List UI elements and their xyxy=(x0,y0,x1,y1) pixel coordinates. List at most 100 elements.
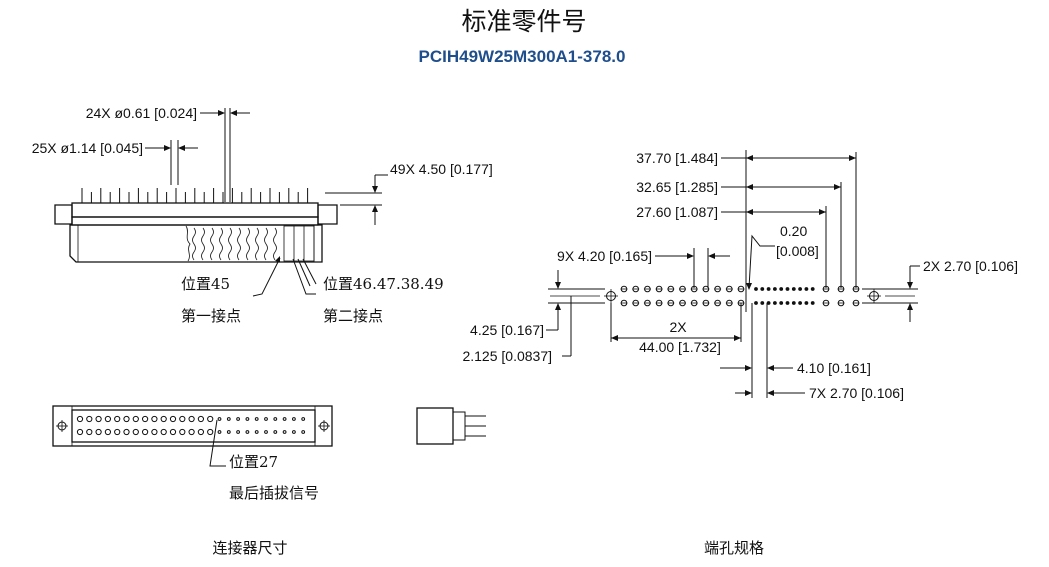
contact-hole xyxy=(160,428,167,436)
dim-32-65-label: 32.65 [1.285] xyxy=(636,179,718,195)
label-second-contact: 第二接点 xyxy=(323,307,383,325)
contact-hole xyxy=(188,415,195,423)
pcb-hole-fine xyxy=(798,287,802,291)
caption-connector-dimensions: 连接器尺寸 xyxy=(212,539,287,557)
label-position-45: 位置45 xyxy=(181,275,230,293)
contact-hole xyxy=(254,430,259,434)
contact-hole xyxy=(86,428,93,436)
dim-24x-pin-diameter: 24X ø0.61 [0.024] xyxy=(86,105,250,202)
dim-top-extents xyxy=(721,150,857,312)
cutaway-contact xyxy=(255,227,259,261)
dim-24x-label: 24X ø0.61 [0.024] xyxy=(86,105,197,121)
pcb-hole-fine xyxy=(773,301,777,305)
dim-25x-pin-diameter: 25X ø1.14 [0.045] xyxy=(32,140,198,185)
contact-hole xyxy=(207,415,214,423)
dim-9x-4-20-label: 9X 4.20 [0.165] xyxy=(557,248,652,264)
pcb-hole-fine xyxy=(804,301,809,305)
contact-hole xyxy=(245,417,250,421)
label-first-contact: 第一接点 xyxy=(181,307,241,325)
pcb-hole-fine xyxy=(785,301,790,305)
dim-0-20-offset xyxy=(746,234,775,290)
dim-49x-label: 49X 4.50 [0.177] xyxy=(390,161,493,177)
contact-hole xyxy=(197,415,204,423)
pcb-hole-fine xyxy=(754,301,758,305)
contact-hole xyxy=(132,428,139,436)
dim-left-verticals xyxy=(546,270,605,357)
pcb-hole-fine xyxy=(810,301,815,305)
dim-2x-label: 2X xyxy=(669,319,687,335)
contact-hole xyxy=(169,415,177,423)
dim-27-60-label: 27.60 [1.087] xyxy=(636,204,718,220)
contact-hole xyxy=(217,430,222,434)
contact-hole xyxy=(179,415,186,423)
caption-hole-specification: 端孔规格 xyxy=(704,539,764,557)
cutaway-contact xyxy=(192,227,196,261)
hole-pattern-view xyxy=(550,285,915,307)
cutaway-contact xyxy=(210,227,214,261)
contact-hole xyxy=(301,430,306,434)
position-leaders xyxy=(252,256,317,297)
dim-2x-44-00 xyxy=(610,303,742,342)
pcb-hole-fine xyxy=(754,287,758,291)
dim-9x-4-20 xyxy=(655,248,730,288)
contact-hole xyxy=(95,428,102,436)
pcb-hole-fine xyxy=(785,287,790,291)
contact-hole xyxy=(282,430,287,434)
contact-hole xyxy=(114,415,121,423)
pcb-hole-fine xyxy=(804,287,809,291)
contact-hole xyxy=(273,430,278,434)
dim-2x-2-70-label: 2X 2.70 [0.106] xyxy=(923,258,1018,274)
dim-2-125-label: 2.125 [0.0837] xyxy=(462,348,552,364)
dim-37-70-label: 37.70 [1.484] xyxy=(636,150,718,166)
contact-hole xyxy=(104,428,112,436)
contact-hole xyxy=(207,428,214,436)
cutaway-contact xyxy=(264,227,268,261)
dim-7x-2-70 xyxy=(735,390,805,396)
contact-hole xyxy=(254,417,259,421)
contact-hole xyxy=(86,415,93,423)
cutaway-contact xyxy=(273,227,277,261)
contact-hole xyxy=(76,428,84,436)
contact-hole xyxy=(226,417,231,421)
dim-44-00-label: 44.00 [1.732] xyxy=(639,339,721,355)
label-position-27: 位置27 xyxy=(229,453,278,471)
dim-4-10-label: 4.10 [0.161] xyxy=(797,360,871,376)
contact-hole xyxy=(169,428,177,436)
contact-hole xyxy=(264,430,268,434)
dim-49x-pin-length: 49X 4.50 [0.177] xyxy=(325,161,493,225)
contact-hole xyxy=(95,415,102,423)
connector-front-view xyxy=(52,405,333,447)
contact-hole xyxy=(245,430,250,434)
dim-0-20-label: 0.20 xyxy=(780,223,807,239)
part-number: PCIH49W25M300A1-378.0 xyxy=(419,47,626,66)
dim-2x-2-70 xyxy=(862,265,920,322)
contact-hole xyxy=(301,417,306,421)
contact-hole xyxy=(292,417,296,421)
leader-position-27 xyxy=(209,419,226,467)
pcb-hole-fine xyxy=(766,287,771,291)
contact-hole xyxy=(236,430,241,434)
pcb-hole-fine xyxy=(760,287,765,291)
contact-hole xyxy=(236,417,241,421)
contact-hole xyxy=(179,428,186,436)
pcb-hole-fine xyxy=(810,287,815,291)
contact-hole xyxy=(123,415,130,423)
pcb-hole-fine xyxy=(779,301,784,305)
cutaway-contact xyxy=(246,227,250,261)
label-last-mate-signal: 最后插拔信号 xyxy=(229,484,319,502)
contact-hole xyxy=(264,417,268,421)
contact-hole xyxy=(123,428,130,436)
contact-hole xyxy=(132,415,139,423)
contact-hole xyxy=(76,415,84,423)
label-position-46-49: 位置46.47.38.49 xyxy=(323,275,444,293)
cutaway-contact xyxy=(219,227,223,261)
contact-hole xyxy=(282,417,287,421)
contact-hole xyxy=(217,417,222,421)
dim-7x-2-70-label: 7X 2.70 [0.106] xyxy=(809,385,904,401)
pcb-hole-fine xyxy=(791,301,796,305)
contact-hole xyxy=(160,415,167,423)
pcb-hole-fine xyxy=(760,301,765,305)
contact-hole xyxy=(188,428,195,436)
contact-hole xyxy=(151,415,158,423)
dim-4-25-label: 4.25 [0.167] xyxy=(470,322,544,338)
